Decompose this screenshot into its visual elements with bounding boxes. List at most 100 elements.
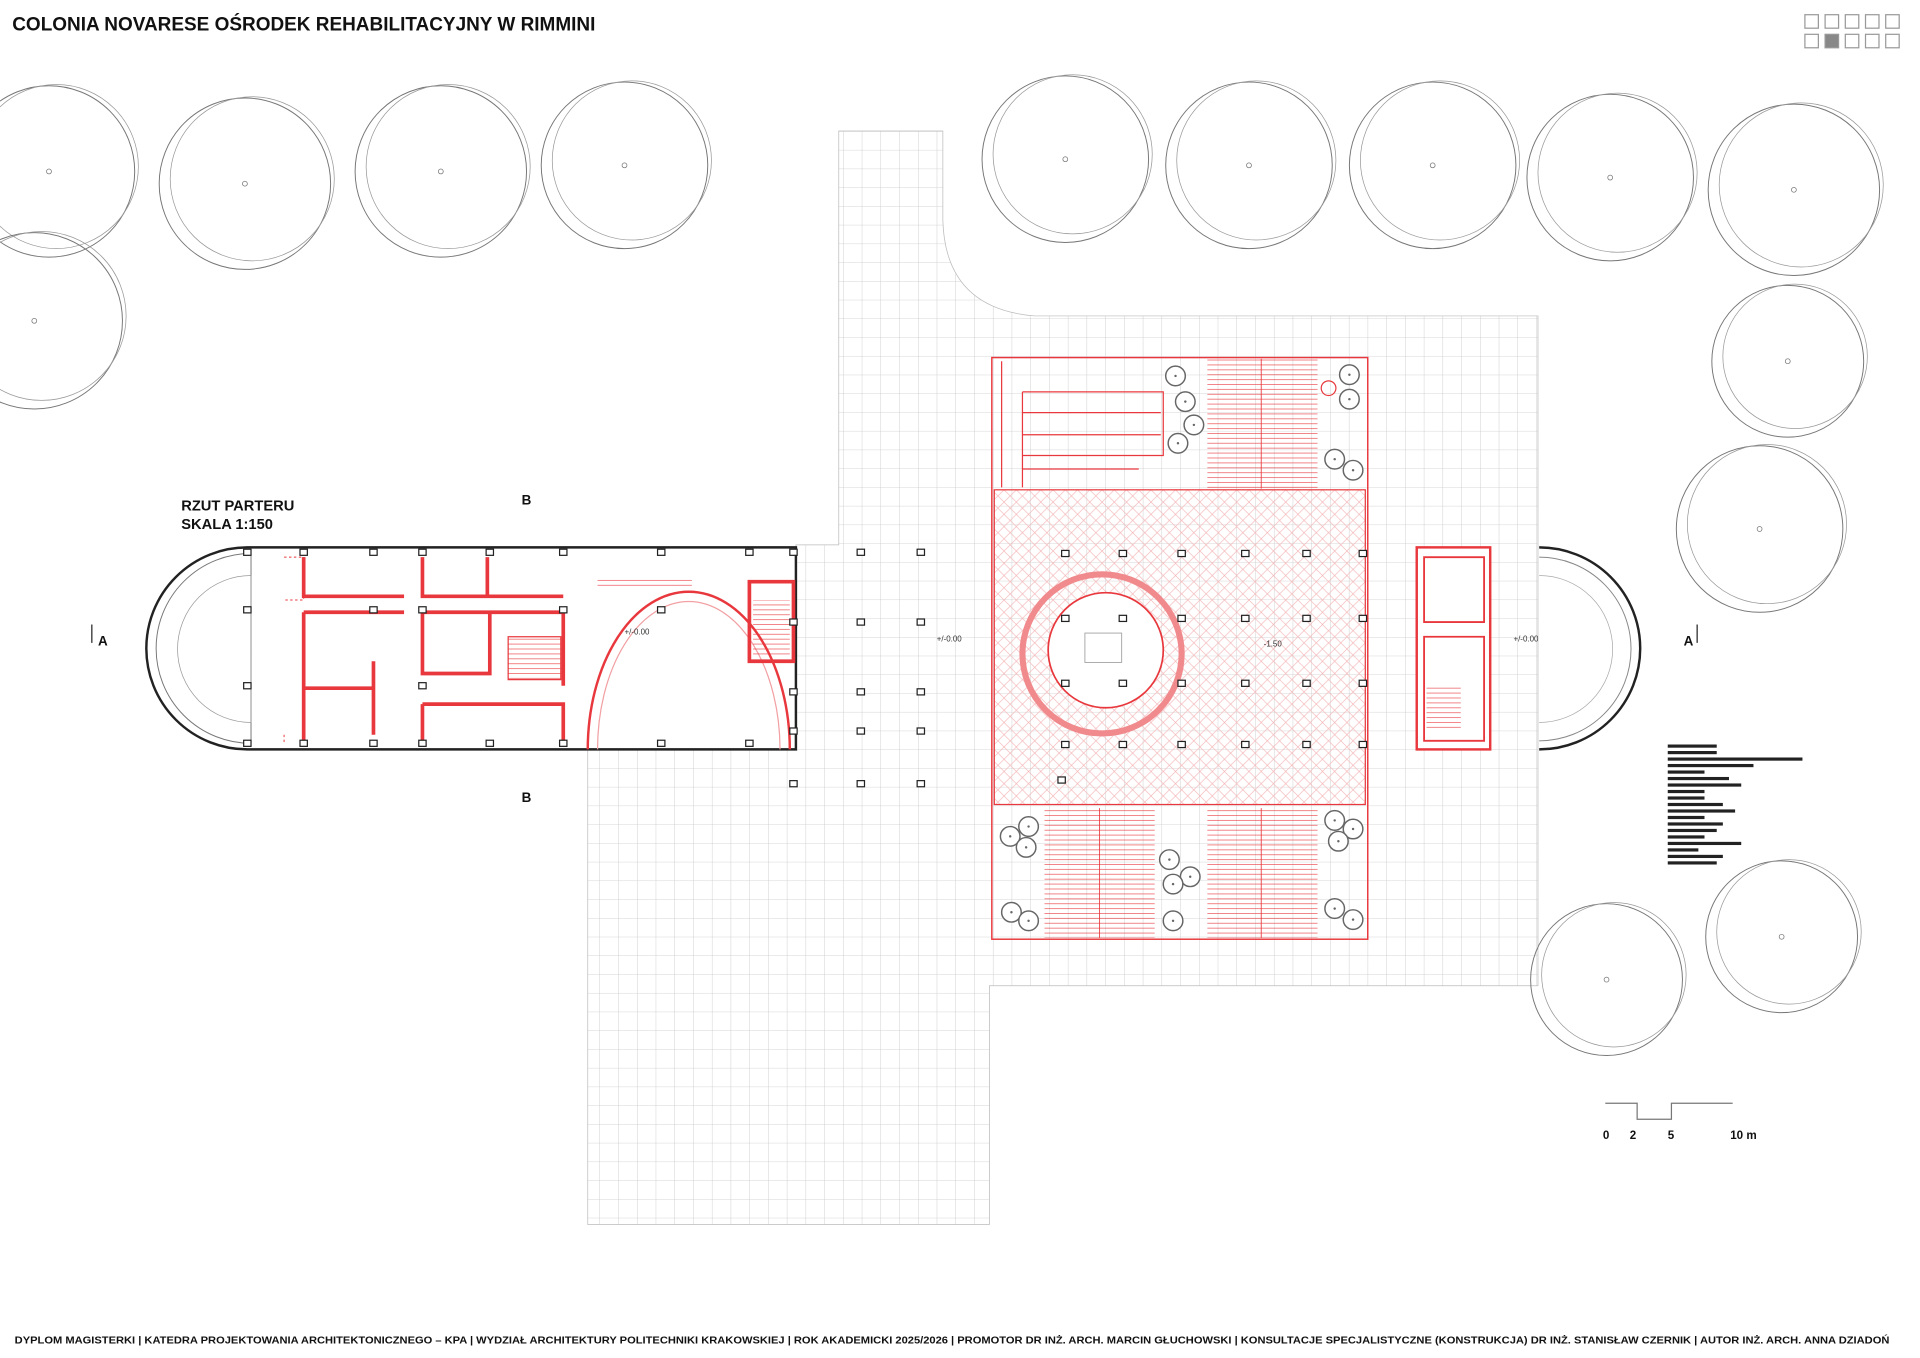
page-square[interactable] [1824, 14, 1840, 29]
shrub-icon [1018, 910, 1040, 932]
scale-label-10: 10 m [1730, 1129, 1757, 1142]
level-plaza: +/-0.00 [937, 635, 963, 644]
legend-line [1667, 815, 1705, 820]
column-marker [1061, 614, 1070, 623]
column-marker [789, 727, 798, 735]
column-marker [485, 739, 495, 747]
legend-line [1667, 802, 1723, 807]
page-square[interactable] [1804, 14, 1819, 29]
column-marker [1177, 740, 1186, 749]
page-square[interactable] [1885, 33, 1900, 49]
tree-icon [0, 84, 139, 258]
legend-line [1667, 861, 1717, 865]
shrub-icon [1338, 364, 1360, 386]
column-marker [1118, 679, 1128, 687]
column-marker [916, 548, 926, 556]
shrub-icon [1164, 365, 1187, 387]
shrub-icon [1158, 849, 1180, 871]
tree-icon [1707, 102, 1884, 277]
page-square[interactable] [1844, 33, 1860, 49]
legend-line [1667, 809, 1736, 813]
column-marker [299, 739, 308, 747]
column-marker [1061, 549, 1070, 558]
column-marker [745, 739, 754, 747]
legend [1667, 744, 1803, 865]
legend-line [1667, 744, 1717, 748]
page-square[interactable] [1864, 14, 1880, 29]
page-square[interactable] [1824, 33, 1840, 49]
column-marker [1358, 614, 1368, 623]
column-marker [1118, 740, 1128, 749]
column-marker [558, 548, 568, 556]
level-entry: +/-0.00 [624, 627, 650, 636]
column-marker [856, 548, 866, 556]
shrub-icon [999, 825, 1021, 847]
tree-icon [1530, 902, 1687, 1057]
column-marker [856, 688, 866, 696]
column-marker [856, 618, 866, 626]
scale-label-5: 5 [1668, 1129, 1675, 1142]
plan-title: RZUT PARTERU [181, 499, 294, 515]
legend-line [1667, 770, 1705, 774]
column-marker [856, 780, 866, 788]
column-marker [369, 606, 378, 614]
column-marker [418, 682, 427, 690]
column-marker [1358, 740, 1368, 749]
column-marker [558, 739, 568, 747]
page-square[interactable] [1864, 33, 1880, 49]
column-marker [369, 739, 378, 747]
column-marker [299, 548, 308, 556]
legend-line [1667, 796, 1705, 800]
column-marker [656, 739, 666, 747]
shrub-icon [1342, 818, 1364, 840]
column-marker [1241, 740, 1250, 749]
shrub-icon [1327, 830, 1349, 852]
tree-icon [0, 231, 127, 410]
column-marker [1177, 614, 1186, 623]
shrub-icon [1183, 414, 1205, 436]
column-marker [1118, 549, 1128, 558]
column-marker [243, 739, 252, 747]
column-marker [1302, 740, 1311, 749]
scale-label-0: 0 [1603, 1129, 1609, 1142]
footer-credits: DYPLOM MAGISTERKI | KATEDRA PROJEKTOWANI… [15, 1333, 1890, 1346]
page-square[interactable] [1885, 14, 1900, 29]
shrub-icon [1342, 909, 1364, 931]
column-marker [1241, 614, 1250, 623]
column-marker [856, 727, 866, 735]
tree-icon [1348, 80, 1520, 250]
column-marker [745, 548, 754, 556]
central-block [991, 356, 1369, 940]
tree-icon [1711, 283, 1868, 438]
section-marker-a-left: A [98, 633, 108, 648]
column-marker [418, 739, 427, 747]
section-marker-b-bottom: B [522, 790, 532, 805]
shrub-icon [1000, 901, 1022, 923]
shrub-icon [1162, 873, 1184, 895]
page-square[interactable] [1844, 14, 1860, 29]
column-marker [485, 548, 495, 556]
legend-line [1667, 757, 1803, 761]
legend-line [1667, 822, 1723, 826]
column-marker [418, 548, 427, 556]
legend-line [1667, 854, 1723, 859]
column-marker [789, 618, 798, 626]
shrub-icon [1324, 898, 1346, 920]
column-marker [1302, 614, 1311, 623]
column-marker [916, 618, 926, 626]
page-title: COLONIA NOVARESE OŚRODEK REHABILITACYJNY… [12, 14, 595, 36]
column-marker [1061, 740, 1070, 749]
shrub-icon [1342, 459, 1364, 481]
legend-line [1667, 789, 1705, 794]
column-marker [1241, 679, 1250, 687]
column-marker [1358, 679, 1368, 687]
tree-icon [158, 96, 335, 270]
column-marker [916, 688, 926, 696]
left-wing [145, 546, 798, 751]
shrub-icon [1324, 809, 1346, 831]
page-square[interactable] [1804, 33, 1819, 49]
shrub-icon [1018, 816, 1040, 838]
tree-icon [1526, 92, 1698, 262]
level-courtyard: -1.50 [1264, 640, 1283, 649]
